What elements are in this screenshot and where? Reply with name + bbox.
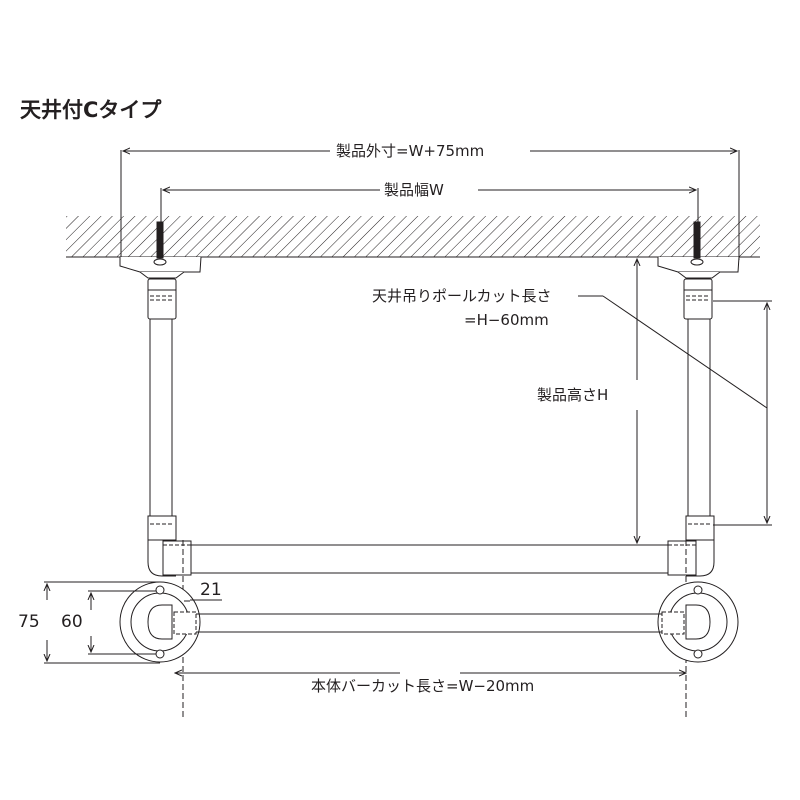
overall-width-label: 製品外寸=W+75mm <box>336 142 485 160</box>
diagram-title: 天井付Cタイプ <box>20 98 162 122</box>
bar-cut-length-label: 本体バーカット長さ=W−20mm <box>311 677 535 695</box>
ceiling-hatch <box>66 216 760 258</box>
body-bar-plan <box>196 613 662 633</box>
bracket-offset-dimension <box>184 599 222 602</box>
left-ceiling-bracket <box>119 221 202 279</box>
right-ceiling-pole <box>683 278 715 577</box>
pole-cut-length-label: 天井吊りポールカット長さ <box>372 287 552 305</box>
pole-cut-length-formula: =H−60mm <box>464 311 549 329</box>
left-ceiling-pole <box>147 278 177 577</box>
overall-width-dimension <box>120 150 740 260</box>
flange-vertical-dimensions <box>44 581 160 664</box>
product-height-label: 製品高さH <box>537 386 609 404</box>
pole-cut-length-dimension <box>578 295 772 526</box>
left-flange <box>119 581 201 663</box>
right-flange <box>657 581 739 663</box>
right-ceiling-bracket <box>657 221 740 279</box>
flange-outer-value: 75 <box>18 612 40 632</box>
product-width-label: 製品幅W <box>384 181 444 199</box>
bracket-offset-value: 21 <box>200 580 222 600</box>
flange-screw-pitch-value: 60 <box>61 612 83 632</box>
